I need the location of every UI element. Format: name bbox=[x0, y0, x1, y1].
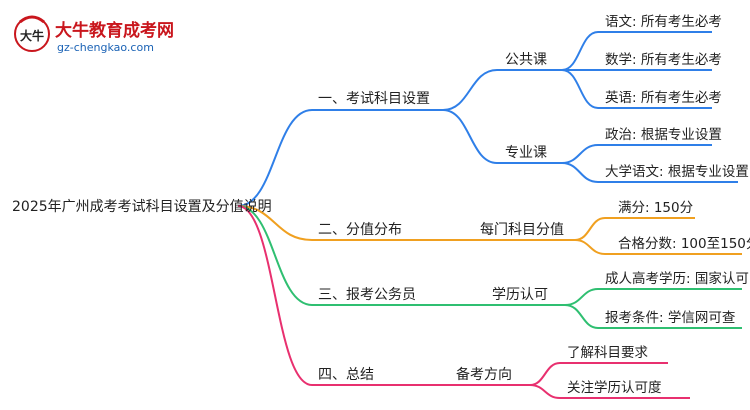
leaf-know-subjects: 了解科目要求 bbox=[567, 345, 648, 361]
logo-emblem: 大牛 bbox=[14, 15, 50, 52]
edge-root-branch-2 bbox=[237, 205, 575, 241]
logo-url: gz-chengkao.com bbox=[57, 41, 154, 54]
connector-lines bbox=[237, 31, 742, 399]
sub-node-prep-direction: 备考方向 bbox=[456, 366, 512, 383]
edge-sub-2-leaf-2 bbox=[561, 162, 738, 183]
leaf-adult-degree: 成人高考学历: 国家认可 bbox=[605, 270, 749, 287]
leaf-apply-conditions: 报考条件: 学信网可查 bbox=[605, 309, 736, 326]
edge-sub-4-leaf-1 bbox=[564, 288, 742, 306]
leaf-english: 英语: 所有考生必考 bbox=[605, 89, 722, 106]
logo-emblem-text: 大牛 bbox=[20, 28, 44, 43]
leaf-math: 数学: 所有考生必考 bbox=[605, 52, 722, 68]
edge-sub-1-leaf-3 bbox=[561, 69, 712, 109]
leaf-chinese: 语文: 所有考生必考 bbox=[605, 14, 722, 30]
edge-root-branch-3 bbox=[237, 205, 565, 306]
branch-2-label: 二、分值分布 bbox=[318, 222, 402, 238]
node-labels: 2025年广州成考考试科目设置及分值说明 一、考试科目设置 二、分值分布 三、报… bbox=[12, 14, 750, 396]
sub-node-public-courses: 公共课 bbox=[505, 52, 547, 68]
logo: 大牛 大牛教育成考网 gz-chengkao.com bbox=[14, 15, 174, 54]
root-node: 2025年广州成考考试科目设置及分值说明 bbox=[12, 199, 272, 215]
leaf-pass-score: 合格分数: 100至150分 bbox=[618, 236, 750, 252]
edge-sub-3-leaf-1 bbox=[574, 217, 695, 241]
edge-sub-5-leaf-2 bbox=[529, 384, 690, 399]
leaf-college-chinese: 大学语文: 根据专业设置 bbox=[605, 164, 749, 180]
branch-1-label: 一、考试科目设置 bbox=[318, 91, 430, 107]
sub-node-degree-recognition: 学历认可 bbox=[492, 287, 548, 303]
branch-3-label: 三、报考公务员 bbox=[318, 287, 416, 303]
edge-sub-4-leaf-2 bbox=[564, 304, 742, 329]
branch-4-label: 四、总结 bbox=[318, 367, 374, 383]
edge-sub-1-leaf-1 bbox=[561, 31, 712, 71]
leaf-politics: 政治: 根据专业设置 bbox=[605, 127, 722, 143]
edge-sub-5-leaf-1 bbox=[529, 362, 668, 386]
edge-root-branch-1 bbox=[237, 109, 443, 207]
logo-site-name: 大牛教育成考网 bbox=[55, 20, 174, 41]
edge-root-branch-4 bbox=[237, 205, 530, 386]
edge-sub-3-leaf-2 bbox=[574, 239, 742, 255]
edge-branch-1-sub-1 bbox=[442, 69, 562, 111]
sub-node-subject-score: 每门科目分值 bbox=[480, 222, 564, 238]
edge-sub-2-leaf-1 bbox=[561, 144, 712, 164]
leaf-full-score: 满分: 150分 bbox=[618, 200, 693, 216]
edge-branch-1-sub-2 bbox=[442, 109, 562, 164]
leaf-degree-recognition-level: 关注学历认可度 bbox=[567, 380, 662, 396]
sub-node-major-courses: 专业课 bbox=[505, 145, 547, 161]
